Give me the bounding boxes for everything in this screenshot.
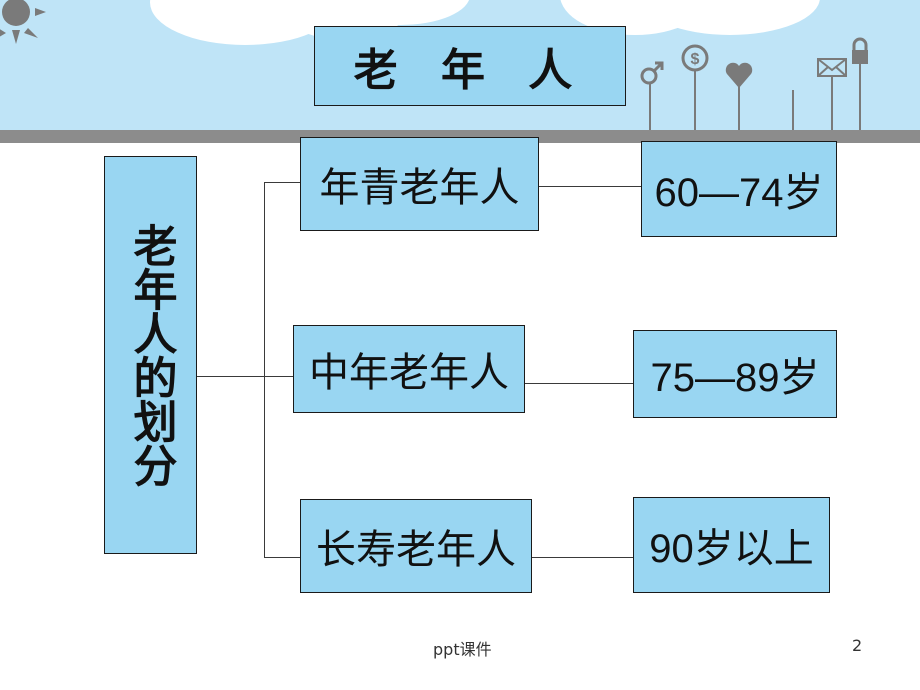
age-range-box-young-old: 60—74岁 <box>641 141 837 237</box>
svg-text:$: $ <box>691 51 700 68</box>
dollar-icon: $ <box>681 44 709 72</box>
male-symbol-icon <box>640 61 664 85</box>
footer-text: ppt课件 <box>433 640 492 659</box>
connector-line <box>264 182 265 558</box>
heart-icon <box>725 62 753 88</box>
connector-line <box>525 383 634 384</box>
decoration-layer: $ <box>0 0 868 130</box>
connector-line <box>532 557 635 558</box>
category-box-young-old: 年青老年人 <box>300 137 539 231</box>
connector-line <box>264 557 301 558</box>
page-number: 2 <box>852 636 863 655</box>
sun-icon <box>0 0 46 44</box>
vertical-category-label: 老年人的划分 <box>104 156 197 554</box>
slide-title: 老 年 人 <box>314 26 626 106</box>
lock-icon <box>852 37 868 64</box>
connector-line <box>264 182 301 183</box>
sky-banner <box>0 0 920 131</box>
connector-line <box>264 376 294 377</box>
connector-line <box>539 186 642 187</box>
ground-bar <box>0 130 920 143</box>
age-range-box-middle-old: 75—89岁 <box>633 330 837 418</box>
age-range-box-longevity: 90岁以上 <box>633 497 830 593</box>
connector-line <box>197 376 265 377</box>
category-box-middle-old: 中年老年人 <box>293 325 525 413</box>
category-box-longevity: 长寿老年人 <box>300 499 532 593</box>
envelope-icon <box>817 58 847 77</box>
